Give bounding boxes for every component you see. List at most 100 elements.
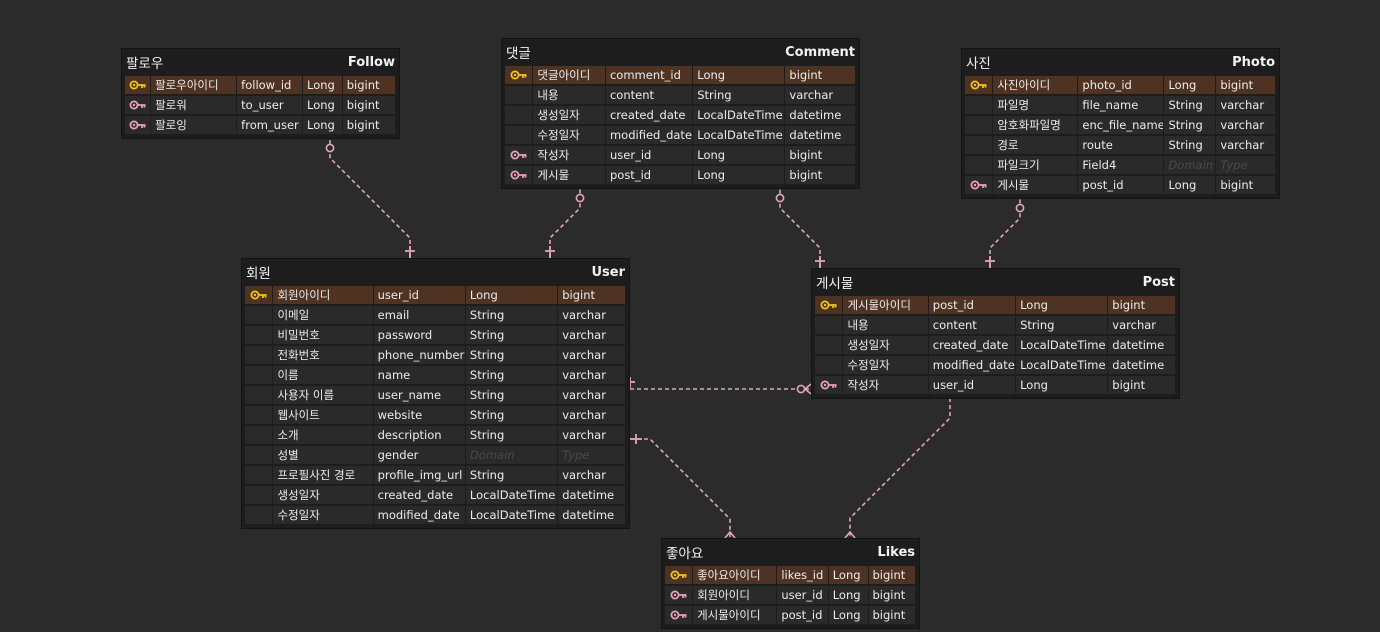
relationship-post-photo [985,190,1026,268]
data-type-cell: bigint [342,76,395,94]
relationship-line [630,438,731,538]
key-cell [245,366,273,384]
entity-physical-name: Post [1142,274,1175,290]
data-type-cell: Type [558,446,625,464]
logical-name-cell: 암호화파일명 [993,116,1078,134]
domain-type-cell: String [1016,316,1108,334]
primary-key-icon [670,570,687,580]
foreign-key-cell [505,146,533,164]
logical-name-cell: 수정일자 [533,126,605,144]
domain-type-cell: String [465,366,558,384]
data-type-cell: varchar [558,306,625,324]
domain-type-cell: String [1164,96,1216,114]
foreign-key-cell [965,176,993,194]
domain-type-cell: Long [302,76,342,94]
data-type-cell: varchar [558,426,625,444]
foreign-key-icon [129,120,146,130]
key-cell [965,136,993,154]
column-name-cell: comment_id [605,66,693,84]
data-type-cell: varchar [1216,136,1276,154]
domain-type-cell: String [465,466,558,484]
key-cell [965,116,993,134]
logical-name-cell: 회원아이디 [693,586,777,604]
data-type-cell: varchar [785,86,855,104]
column-name-cell: from_user [237,116,302,134]
data-type-cell: datetime [785,106,855,124]
relationship-post-comment [774,180,825,268]
primary-key-cell [965,76,993,94]
data-type-cell: bigint [785,166,855,184]
column-name-cell: modified_date [928,356,1016,374]
entity-logical-name: 댓글 [506,46,531,62]
data-type-cell: varchar [1216,116,1276,134]
data-type-cell: bigint [1108,296,1175,314]
foreign-key-cell [505,166,533,184]
entity-logical-name: 사진 [966,56,991,72]
logical-name-cell: 소개 [273,426,373,444]
domain-type-cell: Long [302,96,342,114]
primary-key-icon [250,290,267,300]
logical-name-cell: 사용자 이름 [273,386,373,404]
primary-key-icon [129,80,146,90]
domain-type-cell: LocalDateTime [465,486,558,504]
relationship-user-follow [324,130,415,258]
data-type-cell: bigint [868,606,916,624]
data-type-cell: bigint [1108,376,1175,394]
foreign-key-icon [510,170,527,180]
data-type-cell: varchar [1216,96,1276,114]
domain-type-cell: String [465,326,558,344]
zero-marker [1015,203,1025,213]
data-type-cell: varchar [558,386,625,404]
column-name-cell: phone_number [373,346,465,364]
key-cell [245,406,273,424]
key-cell [245,446,273,464]
